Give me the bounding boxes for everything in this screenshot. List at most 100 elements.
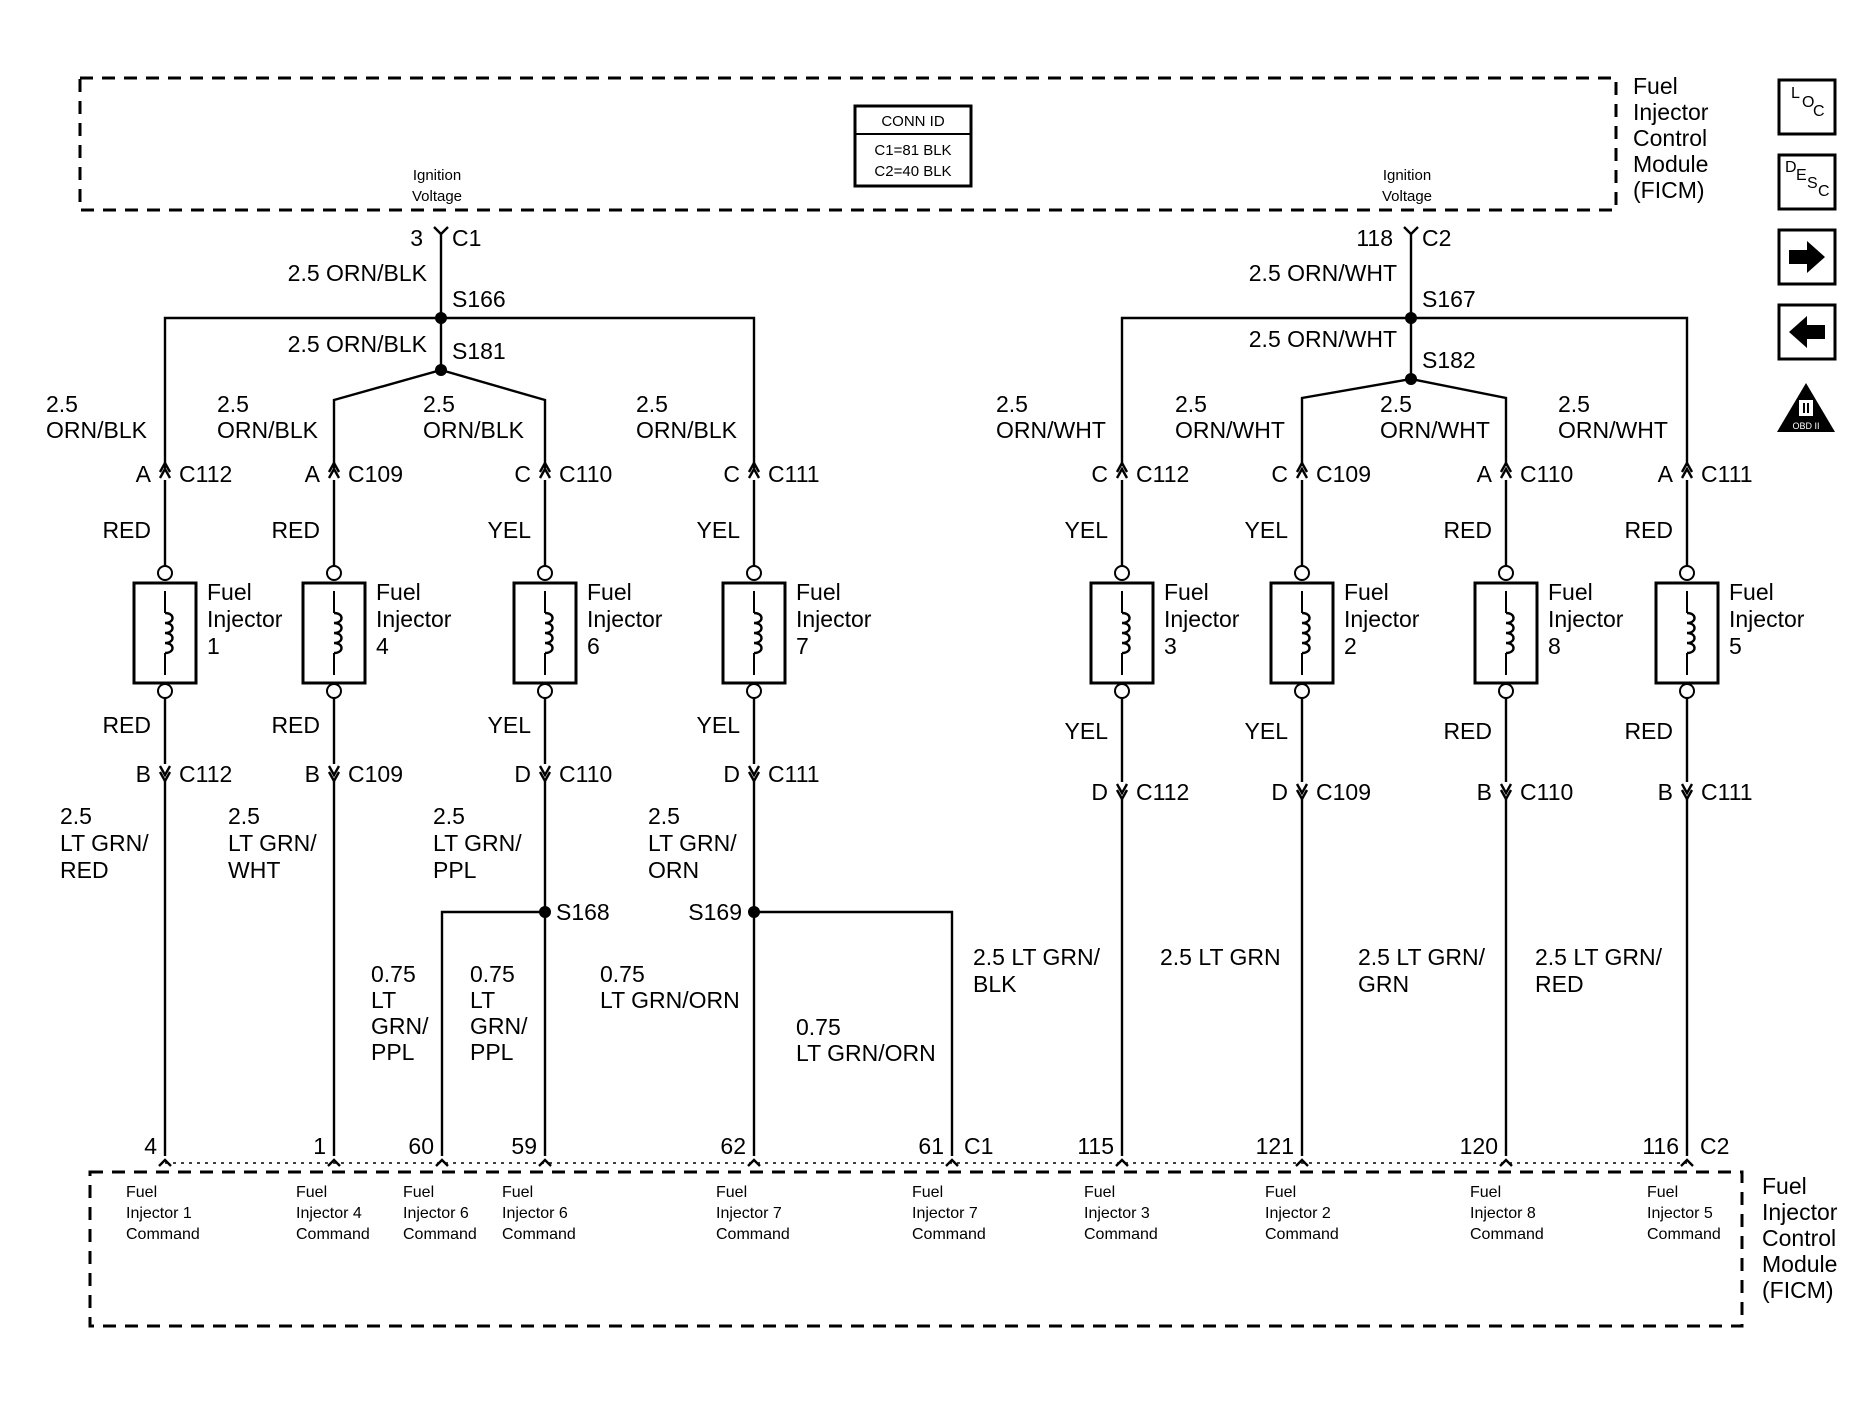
injector-top-wire-color: YEL <box>1065 517 1109 543</box>
injector-top-pin: A <box>305 461 321 487</box>
injector-top-pin: A <box>1658 461 1674 487</box>
desc-icon-letter: C <box>1818 183 1830 200</box>
injector-top-wire-color: RED <box>1443 517 1492 543</box>
coil-winding <box>1505 611 1515 655</box>
conn-id-c2: C2=40 BLK <box>874 163 951 180</box>
coil-winding <box>1121 611 1131 655</box>
next-arrow-icon[interactable] <box>1777 228 1837 286</box>
injector-bottom-connector <box>158 765 172 778</box>
injector-terminal <box>1294 565 1310 581</box>
injector-bottom-pin: B <box>1658 779 1673 805</box>
injector-bottom-connector-label: C109 <box>1316 779 1371 805</box>
injector-bottom-connector-label: C111 <box>768 761 820 787</box>
conn-id-box <box>853 104 973 188</box>
module-terminal-pin: 61 <box>918 1133 944 1159</box>
coil-winding <box>164 611 174 655</box>
back-arrow-icon[interactable] <box>1777 303 1837 361</box>
injector-top-wire-color: RED <box>102 517 151 543</box>
injector-terminal <box>1679 683 1695 699</box>
module-terminal-pin: 116 <box>1642 1133 1679 1159</box>
injector-top-pin: C <box>1091 461 1108 487</box>
injector-terminal <box>1679 565 1695 581</box>
supply-wire2-label: 2.5 ORN/WHT <box>1249 326 1397 352</box>
coil-winding <box>333 611 343 655</box>
bottom-connector-c2: C2 <box>1700 1133 1729 1159</box>
obd-ii-icon[interactable]: OBD II <box>1777 383 1835 432</box>
injector-top-connector <box>1680 460 1694 473</box>
injector-top-pin: C <box>723 461 740 487</box>
injector-bottom-connector <box>327 765 341 778</box>
conn-id-c1: C1=81 BLK <box>874 142 951 159</box>
loc-icon[interactable]: LOC <box>1777 78 1837 136</box>
module-terminal-mark <box>1680 1158 1694 1167</box>
next-arrow-glyph <box>1789 241 1825 273</box>
injector-top-connector <box>1499 466 1513 479</box>
injector-bottom-wire-color: YEL <box>1245 718 1289 744</box>
injector-top-pin: C <box>514 461 531 487</box>
injector-top-connector <box>327 460 341 473</box>
splice-dot <box>435 364 447 376</box>
injector-bottom-connector-label: C110 <box>559 761 612 787</box>
obd-ii-bar <box>1807 403 1809 413</box>
module-terminal-pin: 1 <box>313 1133 326 1159</box>
injector-command-wire-label: 2.5 LT GRN/GRN <box>1358 944 1486 997</box>
injector-bottom-wire-color: YEL <box>1065 718 1109 744</box>
injector-bottom-connector <box>1115 783 1129 796</box>
injector-top-connector <box>158 466 172 479</box>
injector-terminal <box>746 683 762 699</box>
injector-bottom-connector-label: C110 <box>1520 779 1573 805</box>
injector-terminal <box>157 683 173 699</box>
injector-bottom-connector <box>1499 783 1513 796</box>
injector-terminal <box>746 565 762 581</box>
loc-icon-letter: O <box>1802 94 1814 111</box>
loc-icon-letter: L <box>1791 85 1800 102</box>
module-terminal-mark <box>435 1158 449 1167</box>
loc-icon-frame <box>1777 78 1837 136</box>
injector-top-connector <box>158 460 172 473</box>
diagram-static <box>78 76 1744 1328</box>
supply-connector: C1 <box>452 225 481 251</box>
supply-wire2-label: 2.5 ORN/BLK <box>288 331 428 357</box>
injector-top-connector-label: C110 <box>559 461 612 487</box>
injector-terminal <box>157 565 173 581</box>
injector-bottom-pin: D <box>723 761 740 787</box>
splice-label: S168 <box>556 899 610 925</box>
injector-bottom-pin: D <box>514 761 531 787</box>
injector-top-connector <box>538 466 552 479</box>
injector-top-connector-label: C109 <box>1316 461 1371 487</box>
module-terminal-mark <box>538 1158 552 1167</box>
injector-bottom-wire-color: RED <box>102 712 151 738</box>
injector-bottom-wire-color: RED <box>1624 718 1673 744</box>
desc-icon-frame <box>1777 153 1837 211</box>
injector-top-connector-label: C109 <box>348 461 403 487</box>
supply-connector-mark <box>1403 226 1419 236</box>
injector-top-wire-color: YEL <box>488 517 532 543</box>
injector-top-connector <box>1115 460 1129 473</box>
splice-dot <box>1405 312 1417 324</box>
bottom-connector-c1: C1 <box>964 1133 993 1159</box>
module-terminal-pin: 60 <box>408 1133 434 1159</box>
injector-top-wire-color: YEL <box>697 517 741 543</box>
